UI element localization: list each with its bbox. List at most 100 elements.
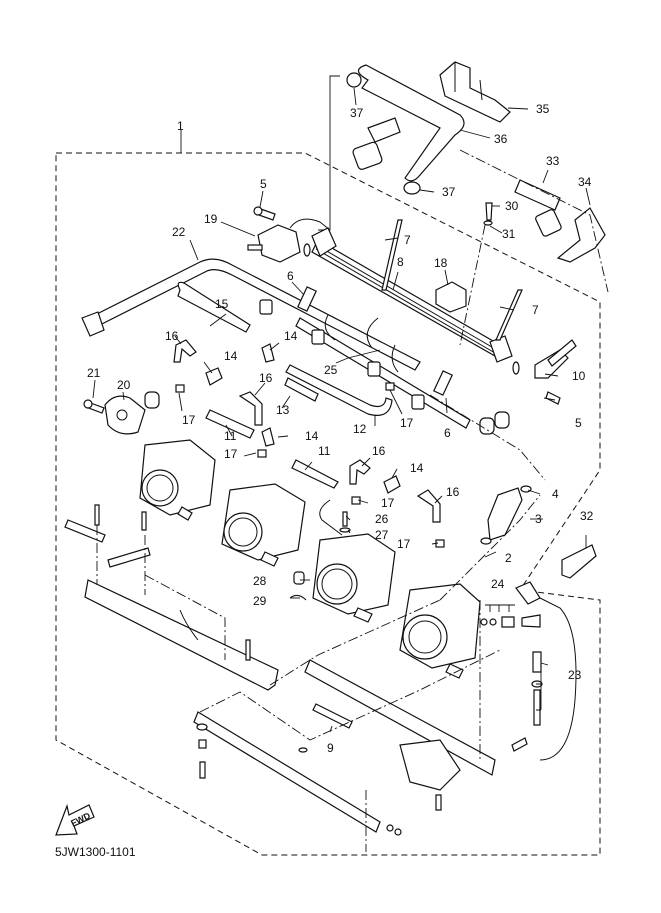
- throttle-body-4: [399, 583, 481, 679]
- throttle-bodies: [139, 439, 481, 679]
- injector-harness-group: [259, 286, 510, 435]
- callout-15: 15: [215, 297, 229, 311]
- plate-32: [561, 544, 597, 579]
- hose-11-left: [205, 409, 255, 439]
- callout-16-b: 16: [259, 371, 273, 385]
- bolt-left-a: [94, 504, 100, 526]
- callout-2: 2: [505, 551, 512, 565]
- callout-30: 30: [505, 199, 519, 213]
- throttle-body-3: [312, 533, 396, 623]
- callout-14-c: 14: [305, 429, 319, 443]
- joint-14-b: [261, 343, 275, 363]
- oring-24: [480, 618, 488, 626]
- hose-joint-33: [535, 209, 562, 237]
- washer-24: [489, 618, 497, 626]
- callout-5-top: 5: [260, 177, 267, 191]
- callout-17-c: 17: [381, 496, 395, 510]
- vacuum-hose-group: [173, 281, 445, 548]
- callout-leaders: [92, 87, 591, 733]
- callout-14-b: 14: [284, 329, 298, 343]
- cable-fitting: [515, 581, 541, 605]
- callout-28: 28: [253, 574, 267, 588]
- callout-26: 26: [375, 512, 389, 526]
- group-leader-2: [459, 149, 609, 293]
- regulator-return-pipe: [289, 218, 331, 231]
- injector-group: [480, 485, 532, 545]
- grommet-6-right: [433, 370, 453, 396]
- delivery-pipe-end-right: [489, 335, 513, 363]
- seal-4: [520, 485, 532, 493]
- clip-25-c: [391, 344, 399, 373]
- assembly-line-b: [144, 574, 226, 660]
- clip-25-b: [366, 317, 379, 349]
- callout-1: 1: [177, 119, 184, 133]
- callout-14-a: 14: [224, 349, 238, 363]
- harness-wire: [295, 317, 471, 429]
- injector-3: [487, 487, 523, 541]
- clip-34: [556, 207, 606, 263]
- o-ring-10: [512, 361, 520, 375]
- callout-labels: 1 2 3 4 5 5 6 6 7 7 8 9 10 11 11 12 13 1…: [87, 102, 594, 755]
- assembly-line-d: [199, 649, 501, 741]
- joint-14-d: [383, 475, 401, 494]
- hose-16-b: [238, 391, 263, 426]
- connector-left-2: [311, 329, 325, 345]
- callout-19: 19: [204, 212, 218, 226]
- fuel-delivery-pipe-group: [311, 202, 577, 405]
- hose-16-a: [173, 339, 197, 363]
- assembly-line-a: [96, 525, 146, 595]
- callout-16-a: 16: [165, 329, 179, 343]
- callout-31: 31: [502, 227, 516, 241]
- pressure-regulator-group: [247, 206, 331, 263]
- seal-2: [480, 537, 492, 545]
- group-leader-1: [318, 75, 340, 231]
- sensor-18: [435, 281, 467, 313]
- callout-10: 10: [572, 369, 586, 383]
- callout-12: 12: [353, 422, 367, 436]
- clamp-17-a: [175, 384, 185, 393]
- hose-11-right: [291, 459, 339, 489]
- callout-33: 33: [546, 154, 560, 168]
- clip-29: [289, 594, 307, 601]
- callout-17-d: 17: [397, 537, 411, 551]
- callout-18: 18: [434, 256, 448, 270]
- spring-9: [312, 703, 353, 729]
- hose-12: [285, 364, 393, 416]
- hose-holder-35: [439, 61, 511, 123]
- throttle-pulley: [399, 739, 461, 791]
- screw-5-right: [545, 391, 561, 405]
- bush-lower-left: [198, 739, 207, 749]
- throttle-body-1: [139, 439, 216, 521]
- throttle-body-2: [221, 483, 306, 567]
- plate-left-b: [107, 547, 151, 568]
- cap-28: [293, 571, 305, 585]
- spring-23: [532, 651, 542, 673]
- callout-4: 4: [552, 487, 559, 501]
- assembly-boundary: [55, 152, 601, 856]
- washer-27: [339, 527, 351, 533]
- assembly-line-e: [439, 494, 541, 601]
- hose-13: [284, 377, 319, 402]
- linkage-rails: [64, 504, 528, 836]
- hose-16-d: [416, 489, 441, 523]
- bolt-left-b: [141, 511, 147, 531]
- fuel-delivery-pipe-8: [311, 239, 501, 357]
- callout-36: 36: [494, 132, 508, 146]
- washer-lower-a: [298, 747, 308, 753]
- cable-23: [539, 597, 577, 761]
- assembly-line-h: [365, 600, 481, 852]
- clamp-17-b: [257, 449, 267, 458]
- washer-lower-c: [394, 828, 402, 836]
- screw-26: [342, 511, 348, 527]
- washer-31: [483, 220, 493, 226]
- screw-21-head: [83, 399, 93, 409]
- bolt-7-left: [381, 219, 403, 291]
- callout-34: 34: [578, 175, 592, 189]
- bolt-7-right: [495, 289, 523, 341]
- bolt-left-c: [245, 639, 251, 661]
- clamp-37-bottom: [403, 181, 421, 195]
- callout-7-left: 7: [404, 233, 411, 247]
- rail-left: [84, 579, 279, 691]
- callout-11-left: 11: [224, 429, 237, 443]
- callout-6-right: 6: [444, 426, 451, 440]
